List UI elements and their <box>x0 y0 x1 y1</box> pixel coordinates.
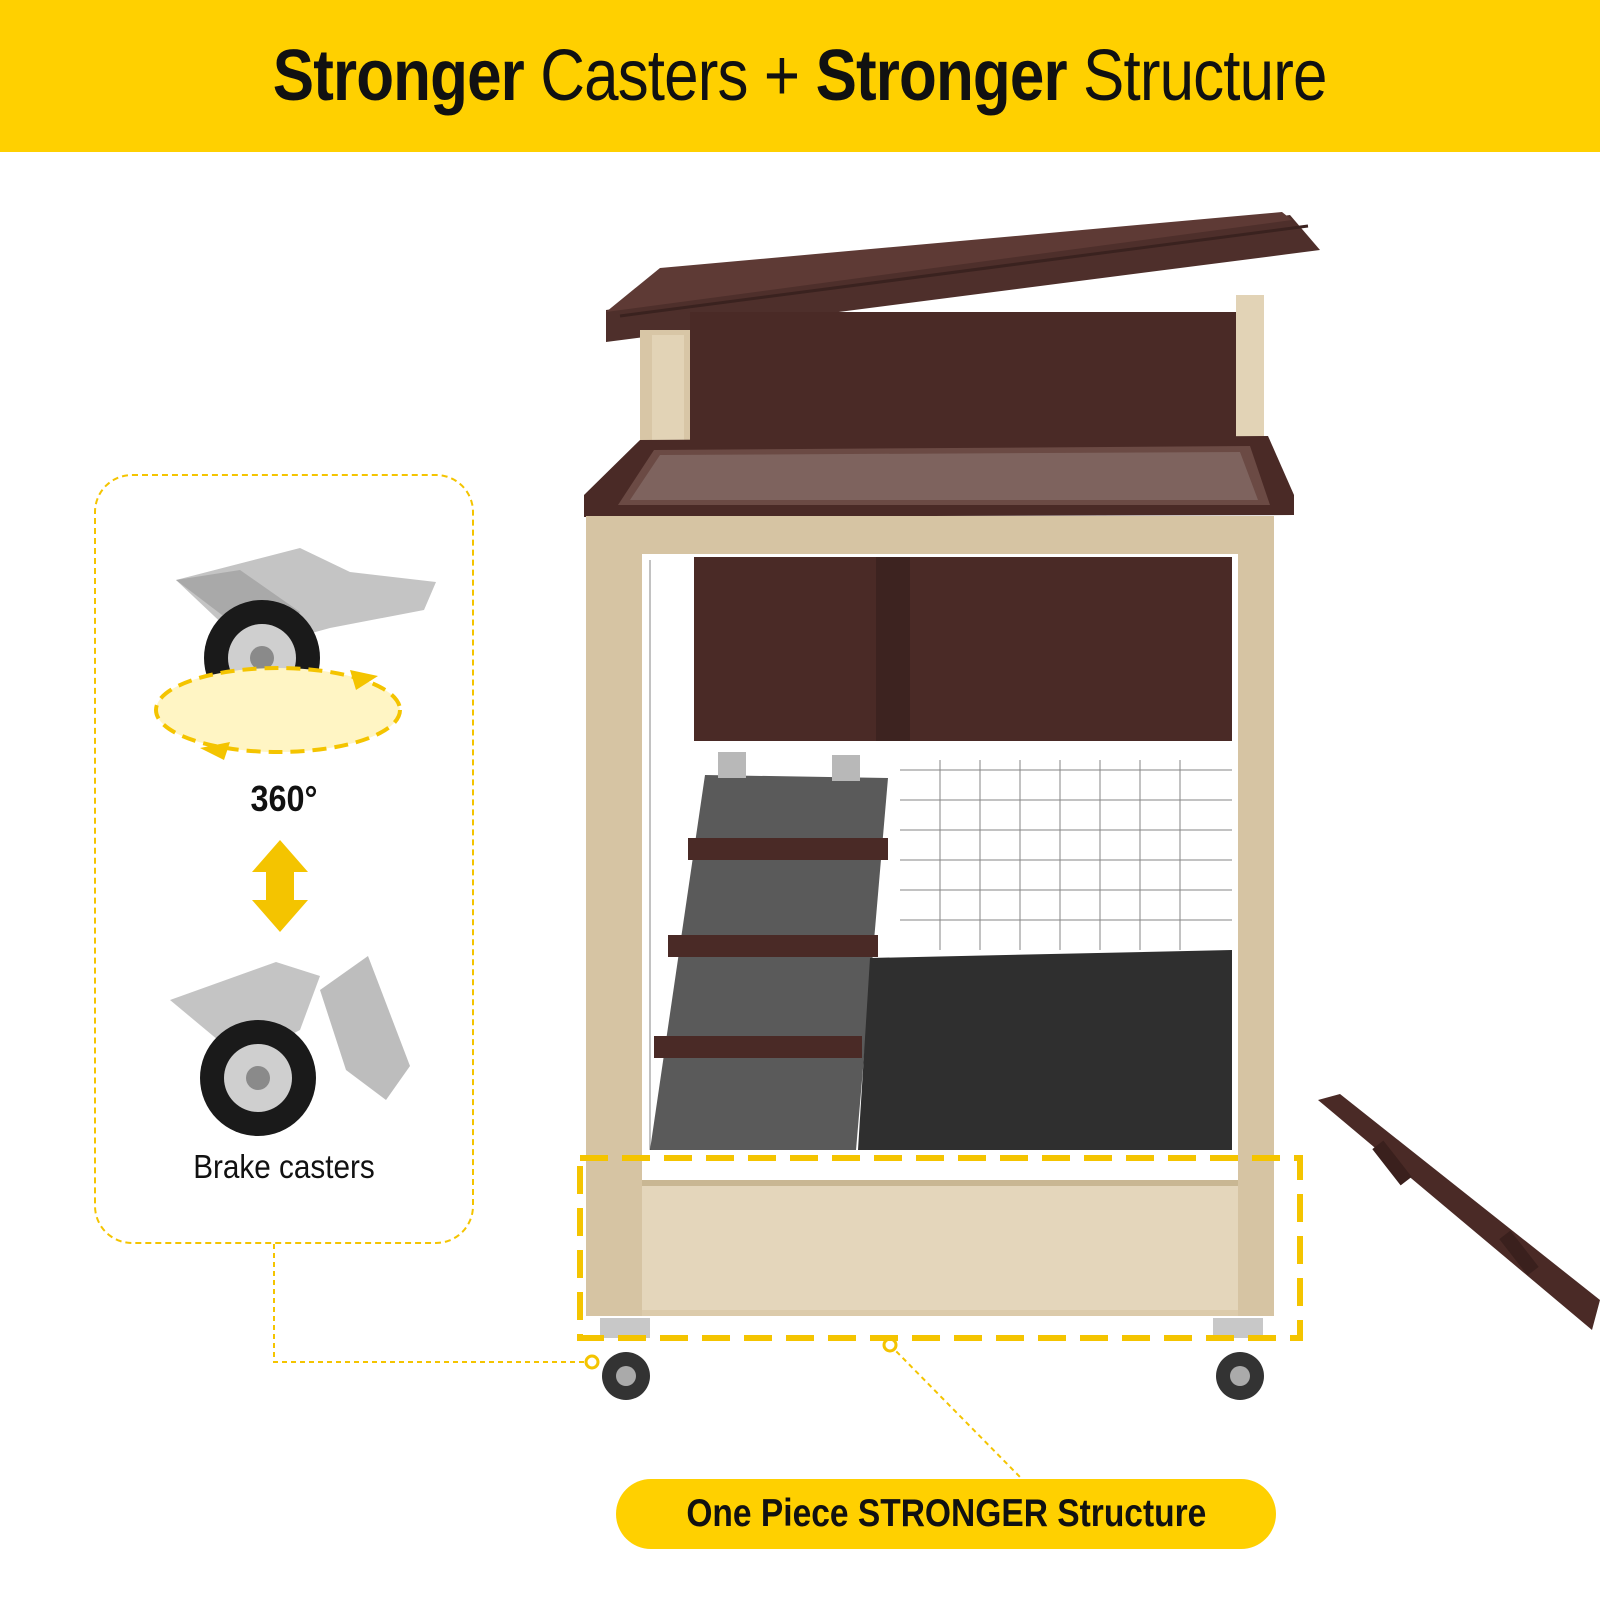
structure-callout-label: One Piece STRONGER Structure <box>685 1492 1207 1535</box>
hutch-lid <box>584 436 1294 517</box>
title-banner: Stronger Casters + Stronger Structure <box>0 0 1600 152</box>
brake-casters-label: Brake casters <box>193 1148 375 1185</box>
caster-connector-line <box>273 1244 588 1363</box>
hutch-casters <box>600 1318 1264 1400</box>
brake-caster-icon <box>170 956 410 1136</box>
caster-connector-dot <box>584 1354 600 1370</box>
hutch-upper-box <box>640 295 1264 450</box>
structure-highlight-box <box>577 1155 1303 1341</box>
banner-word-casters: Casters + <box>524 36 816 116</box>
rotation-arrow-icon <box>154 666 402 760</box>
hutch-frame <box>586 516 1274 1316</box>
banner-word-stronger-2: Stronger <box>815 36 1068 116</box>
structure-connector-line <box>889 1344 1021 1478</box>
banner-word-structure: Structure <box>1067 36 1327 116</box>
structure-callout: One Piece STRONGER Structure <box>616 1479 1276 1549</box>
banner-title: Stronger Casters + Stronger Structure <box>273 35 1328 117</box>
caster-features-panel <box>94 474 474 1244</box>
banner-word-stronger-1: Stronger <box>273 36 525 116</box>
rotation-label: 360° <box>250 778 318 819</box>
double-arrow-icon <box>252 840 308 932</box>
hutch-upper-roof <box>606 212 1320 342</box>
side-ramp <box>1318 1094 1600 1330</box>
